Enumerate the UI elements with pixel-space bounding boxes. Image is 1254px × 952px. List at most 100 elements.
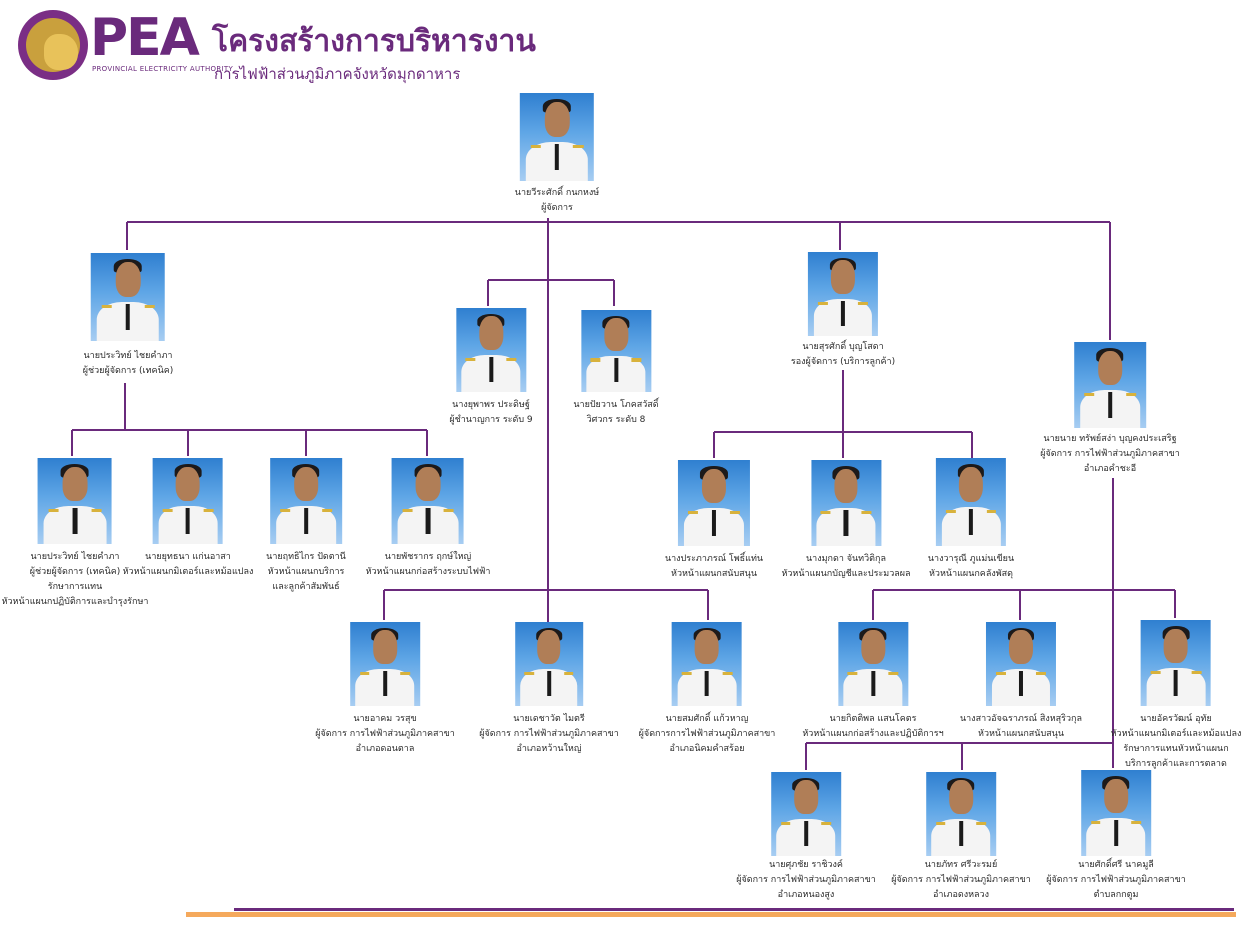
person-role: หัวหน้าแผนกสนับสนุน (978, 729, 1064, 739)
person-node: นางยุพาพร ประดิษฐ์ผู้ชำนาญการ ระดับ 9 (449, 308, 533, 428)
person-role: ผู้ช่วยผู้จัดการ (เทคนิค) (29, 567, 121, 577)
person-node: นายศักดิ์ศรี นาคมูลีผู้จัดการ การไฟฟ้าส่… (1046, 770, 1186, 903)
page-title: โครงสร้างการบริหารงาน (212, 24, 536, 59)
person-role: ผู้จัดการการไฟฟ้าส่วนภูมิภาคสาขา (638, 729, 776, 739)
person-role: ผู้ชำนาญการ ระดับ 9 (449, 415, 533, 425)
person-role: ผู้จัดการ การไฟฟ้าส่วนภูมิภาคสาขา (1046, 875, 1186, 885)
portrait-photo (985, 622, 1056, 706)
portrait-photo (770, 772, 841, 856)
person-role: หัวหน้าแผนกปฏิบัติการและบำรุงรักษา (1, 597, 149, 607)
person-name: นายอาคม วรสุข (353, 714, 417, 724)
portrait-photo (455, 308, 526, 392)
portrait-photo (580, 310, 651, 392)
person-role: หัวหน้าแผนกก่อสร้างและปฏิบัติการฯ (802, 729, 944, 739)
portrait-photo (269, 458, 342, 544)
person-name: นางมุกดา จันทวิติกุล (806, 554, 886, 564)
pea-logo: PEA PROVINCIAL ELECTRICITY AUTHORITY (18, 8, 233, 82)
person-name: นางยุพาพร ประดิษฐ์ (452, 400, 530, 410)
person-role: อำเภอดงหลวง (932, 890, 990, 900)
person-role: รองผู้จัดการ (บริการลูกค้า) (790, 357, 896, 367)
person-name: นายประวิทย์ ไชยคำภา (30, 552, 120, 562)
person-role: หัวหน้าแผนกสนับสนุน (671, 569, 757, 579)
portrait-photo (1080, 770, 1151, 856)
person-node: นายอัครวัฒน์ อุทัยหัวหน้าแผนกมิเตอร์และห… (1110, 620, 1242, 772)
portrait-photo (391, 458, 464, 544)
person-name: นายอัครวัฒน์ อุทัย (1140, 714, 1212, 724)
footer-accent-bar (186, 912, 1236, 917)
portrait-photo (837, 622, 908, 706)
logo-text: PEA (90, 8, 200, 68)
portrait-photo (514, 622, 583, 706)
person-role: อำเภอนิคมคำสร้อย (669, 744, 745, 754)
person-node: นางสาวอัจฉราภรณ์ สิงหสุริวกุลหัวหน้าแผนก… (960, 622, 1082, 742)
person-role: หัวหน้าแผนกก่อสร้างระบบไฟฟ้า (365, 567, 491, 577)
person-name: นางวารุณี ภูแม่นเขียน (927, 554, 1015, 564)
person-role: หัวหน้าแผนกบัญชีและประมวลผล (781, 569, 911, 579)
page-subtitle: การไฟฟ้าส่วนภูมิภาคจังหวัดมุกดาหาร (214, 65, 461, 83)
person-name: นายนาย ทรัพย์สง่า บุญคงประเสริฐ (1043, 434, 1177, 444)
person-role: อำเภอหว้านใหญ่ (516, 744, 582, 754)
person-role: วิศวกร ระดับ 8 (586, 415, 646, 425)
person-node: นางมุกดา จันทวิติกุลหัวหน้าแผนกบัญชีและป… (781, 460, 911, 582)
person-name: นายสมศักดิ์ แก้วหาญ (665, 714, 749, 724)
person-role: หัวหน้าแผนกคลังพัสดุ (928, 569, 1014, 579)
person-node: นายพัชรากร ฤกษ์ใหญ่หัวหน้าแผนกก่อสร้างระ… (365, 458, 491, 580)
portrait-photo (807, 252, 878, 336)
person-name: นางประภาภรณ์ โพธิ์แท่น (664, 554, 764, 564)
person-role: และลูกค้าสัมพันธ์ (272, 582, 340, 592)
portrait-photo (811, 460, 881, 546)
person-node: นายปัยวาน โภคสวัสดิ์วิศวกร ระดับ 8 (573, 310, 659, 428)
person-role: อำเภอหนองสูง (777, 890, 835, 900)
person-name: นายประวิทย์ ไชยคำภา (83, 351, 173, 361)
portrait-photo (678, 460, 750, 546)
person-role: รักษาการแทน (47, 582, 103, 592)
footer-divider (234, 908, 1234, 911)
portrait-photo (349, 622, 420, 706)
person-node: นายสมศักดิ์ แก้วหาญผู้จัดการการไฟฟ้าส่วน… (638, 622, 776, 757)
logo-subtext: PROVINCIAL ELECTRICITY AUTHORITY (92, 65, 234, 73)
portrait-photo (1073, 342, 1146, 428)
person-name: นายศักดิ์ศรี นาคมูลี (1078, 860, 1154, 870)
person-node: นายสุรศักดิ์ บุญโสดารองผู้จัดการ (บริการ… (791, 252, 895, 370)
person-node: นายกิตติพล แสนโคตรหัวหน้าแผนกก่อสร้างและ… (802, 622, 944, 742)
person-name: นายกิตติพล แสนโคตร (829, 714, 917, 724)
person-name: นายยุทธนา แก่นอาสา (145, 552, 231, 562)
person-name: นายสุรศักดิ์ บุญโสดา (802, 342, 884, 352)
person-role: ผู้จัดการ การไฟฟ้าส่วนภูมิภาคสาขา (891, 875, 1031, 885)
person-node: นายนาย ทรัพย์สง่า บุญคงประเสริฐผู้จัดการ… (1040, 342, 1180, 477)
person-role: อำเภอคำชะอี (1083, 464, 1137, 474)
person-node: นายอาคม วรสุขผู้จัดการ การไฟฟ้าส่วนภูมิภ… (315, 622, 455, 757)
portrait-photo (672, 622, 742, 706)
person-name: นายศุภชัย ราชิวงค์ (769, 860, 843, 870)
person-name: นายภัทร ศรีวะรมย์ (924, 860, 998, 870)
person-node: นางวารุณี ภูแม่นเขียนหัวหน้าแผนกคลังพัสด… (928, 458, 1014, 582)
person-role: บริการลูกค้าและการตลาด (1125, 759, 1227, 769)
person-node: นายฤทธิไกร ปัดตานีหัวหน้าแผนกบริการและลู… (266, 458, 346, 595)
portrait-photo (925, 772, 996, 856)
person-node: นายศุภชัย ราชิวงค์ผู้จัดการ การไฟฟ้าส่วน… (736, 772, 876, 903)
person-node: นางประภาภรณ์ โพธิ์แท่นหัวหน้าแผนกสนับสนุ… (665, 460, 763, 582)
person-role: ผู้จัดการ การไฟฟ้าส่วนภูมิภาคสาขา (479, 729, 619, 739)
person-role: ตำบลกกตูม (1093, 890, 1139, 900)
person-node: นายเดชาวัต ไมตรีผู้จัดการ การไฟฟ้าส่วนภู… (479, 622, 619, 757)
person-name: นายปัยวาน โภคสวัสดิ์ (573, 400, 659, 410)
person-name: นายเดชาวัต ไมตรี (513, 714, 585, 724)
person-role: ผู้จัดการ การไฟฟ้าส่วนภูมิภาคสาขา (736, 875, 876, 885)
person-role: ผู้จัดการ การไฟฟ้าส่วนภูมิภาคสาขา (315, 729, 455, 739)
person-role: รักษาการแทนหัวหน้าแผนก (1123, 744, 1229, 754)
person-role: หัวหน้าแผนกบริการ (267, 567, 345, 577)
person-role: หัวหน้าแผนกมิเตอร์และหม้อแปลง (122, 567, 254, 577)
pea-seal-icon (18, 10, 88, 80)
portrait-photo (38, 458, 112, 544)
person-role: ผู้ช่วยผู้จัดการ (เทคนิค) (82, 366, 174, 376)
person-node: นายยุทธนา แก่นอาสาหัวหน้าแผนกมิเตอร์และห… (122, 458, 254, 580)
portrait-photo (91, 253, 165, 341)
person-role: อำเภอดอนตาล (355, 744, 415, 754)
person-name: นายฤทธิไกร ปัดตานี (266, 552, 346, 562)
person-role: หัวหน้าแผนกมิเตอร์และหม้อแปลง (1110, 729, 1242, 739)
portrait-photo (935, 458, 1006, 546)
person-node: นายวีระศักดิ์ กนกหงษ์ผู้จัดการ (515, 93, 599, 216)
person-name: นายวีระศักดิ์ กนกหงษ์ (514, 188, 600, 198)
person-role: ผู้จัดการ (541, 203, 573, 213)
